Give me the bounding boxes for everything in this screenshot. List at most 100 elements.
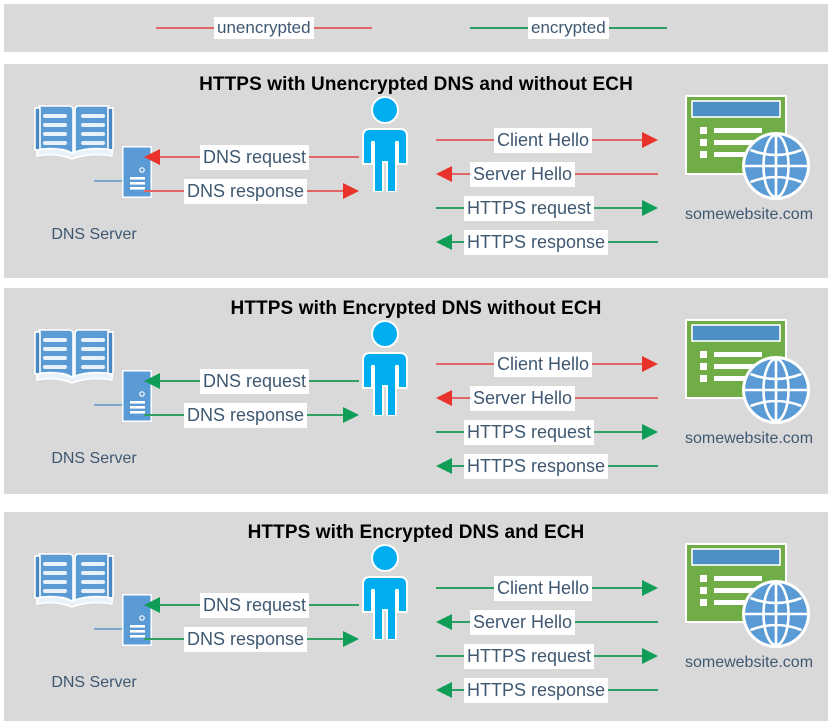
flow-line — [452, 173, 470, 175]
node-label-dns-server: DNS Server — [51, 450, 137, 467]
section-encrypted-dns-no-ech: HTTPS with Encrypted DNS without ECH DNS… — [4, 288, 828, 494]
open-book-icon — [34, 105, 114, 160]
node-user — [356, 320, 414, 421]
node-label-website: somewebsite.com — [684, 430, 814, 447]
flow-arrow: DNS response — [144, 178, 359, 204]
flow-label: HTTPS response — [464, 229, 609, 255]
arrowhead-right-icon — [642, 424, 658, 440]
open-book-icon — [34, 550, 114, 617]
open-book-icon — [34, 553, 114, 608]
flow-label: Server Hello — [470, 161, 576, 187]
node-dns-server — [34, 102, 169, 202]
flow-line — [452, 241, 464, 243]
flow-line — [575, 621, 658, 623]
flow-line — [436, 431, 464, 433]
flow-label: HTTPS request — [464, 643, 595, 669]
flow-line — [309, 156, 359, 158]
open-book-icon — [34, 329, 114, 384]
flow-line — [144, 190, 184, 192]
person-icon — [362, 320, 408, 417]
flow-label: DNS response — [184, 178, 308, 204]
flow-arrow: Client Hello — [436, 351, 658, 377]
node-user — [356, 96, 414, 197]
arrowhead-left-icon — [436, 234, 452, 250]
flow-line — [592, 363, 642, 365]
section-title: HTTPS with Encrypted DNS and ECH — [247, 522, 585, 543]
website-globe-icon — [685, 319, 810, 424]
website-globe-icon — [685, 543, 810, 648]
flow-arrow: HTTPS response — [436, 677, 658, 703]
flow-arrow: DNS request — [144, 144, 359, 170]
flow-line — [307, 414, 343, 416]
flow-line — [592, 587, 642, 589]
node-label-website: somewebsite.com — [684, 206, 814, 223]
open-book-icon — [34, 326, 114, 393]
flow-arrow: DNS response — [144, 626, 359, 652]
flow-line — [160, 380, 200, 382]
flow-arrow: HTTPS request — [436, 643, 658, 669]
flow-line — [436, 655, 464, 657]
flow-line — [594, 655, 642, 657]
flow-line — [436, 587, 494, 589]
flow-arrow: HTTPS response — [436, 229, 658, 255]
flow-line — [608, 241, 658, 243]
flow-line — [307, 190, 343, 192]
arrowhead-right-icon — [343, 631, 359, 647]
flow-line — [436, 139, 494, 141]
arrowhead-right-icon — [642, 648, 658, 664]
legend-item-unencrypted: unencrypted — [156, 16, 372, 40]
flow-arrow: Client Hello — [436, 127, 658, 153]
flow-arrow: HTTPS request — [436, 195, 658, 221]
flow-arrow: HTTPS request — [436, 419, 658, 445]
legend-line-unencrypted-right — [313, 27, 372, 29]
node-label-website: somewebsite.com — [684, 654, 814, 671]
flow-label: DNS response — [184, 626, 308, 652]
flow-line — [594, 431, 642, 433]
flow-line — [144, 414, 184, 416]
flow-label: HTTPS response — [464, 677, 609, 703]
flow-line — [436, 207, 464, 209]
node-website — [684, 542, 814, 655]
flow-line — [592, 139, 642, 141]
flow-arrow: Server Hello — [436, 161, 658, 187]
arrowhead-right-icon — [642, 132, 658, 148]
flow-label: HTTPS response — [464, 453, 609, 479]
flow-label: DNS request — [200, 368, 310, 394]
node-website — [684, 94, 814, 207]
legend-line-unencrypted-left — [156, 27, 214, 29]
flow-label: Server Hello — [470, 385, 576, 411]
flow-line — [594, 207, 642, 209]
arrowhead-left-icon — [436, 166, 452, 182]
arrowhead-right-icon — [642, 200, 658, 216]
dns-connector-line — [94, 628, 124, 630]
flow-label: DNS request — [200, 592, 310, 618]
person-icon — [362, 96, 408, 193]
flow-label: Client Hello — [494, 575, 593, 601]
flow-line — [309, 380, 359, 382]
arrowhead-left-icon — [436, 390, 452, 406]
section-title: HTTPS with Encrypted DNS without ECH — [230, 298, 602, 319]
flow-arrow: Server Hello — [436, 385, 658, 411]
flow-line — [160, 156, 200, 158]
flow-line — [436, 363, 494, 365]
website-globe-icon — [685, 95, 810, 200]
node-label-dns-server: DNS Server — [51, 226, 137, 243]
arrowhead-left-icon — [436, 682, 452, 698]
section-unencrypted-dns: HTTPS with Unencrypted DNS and without E… — [4, 64, 828, 278]
legend-label-unencrypted: unencrypted — [214, 17, 314, 39]
arrowhead-left-icon — [144, 373, 160, 389]
flow-line — [452, 465, 464, 467]
flow-arrow: DNS response — [144, 402, 359, 428]
legend-line-encrypted-left — [470, 27, 528, 29]
flow-label: DNS response — [184, 402, 308, 428]
flow-line — [575, 173, 658, 175]
arrowhead-left-icon — [436, 614, 452, 630]
legend-panel: unencrypted encrypted — [4, 4, 828, 52]
arrowhead-left-icon — [436, 458, 452, 474]
node-website — [684, 318, 814, 431]
legend-line-encrypted-right — [608, 27, 667, 29]
flow-line — [608, 465, 658, 467]
dns-connector-line — [94, 180, 124, 182]
flow-arrow: Client Hello — [436, 575, 658, 601]
